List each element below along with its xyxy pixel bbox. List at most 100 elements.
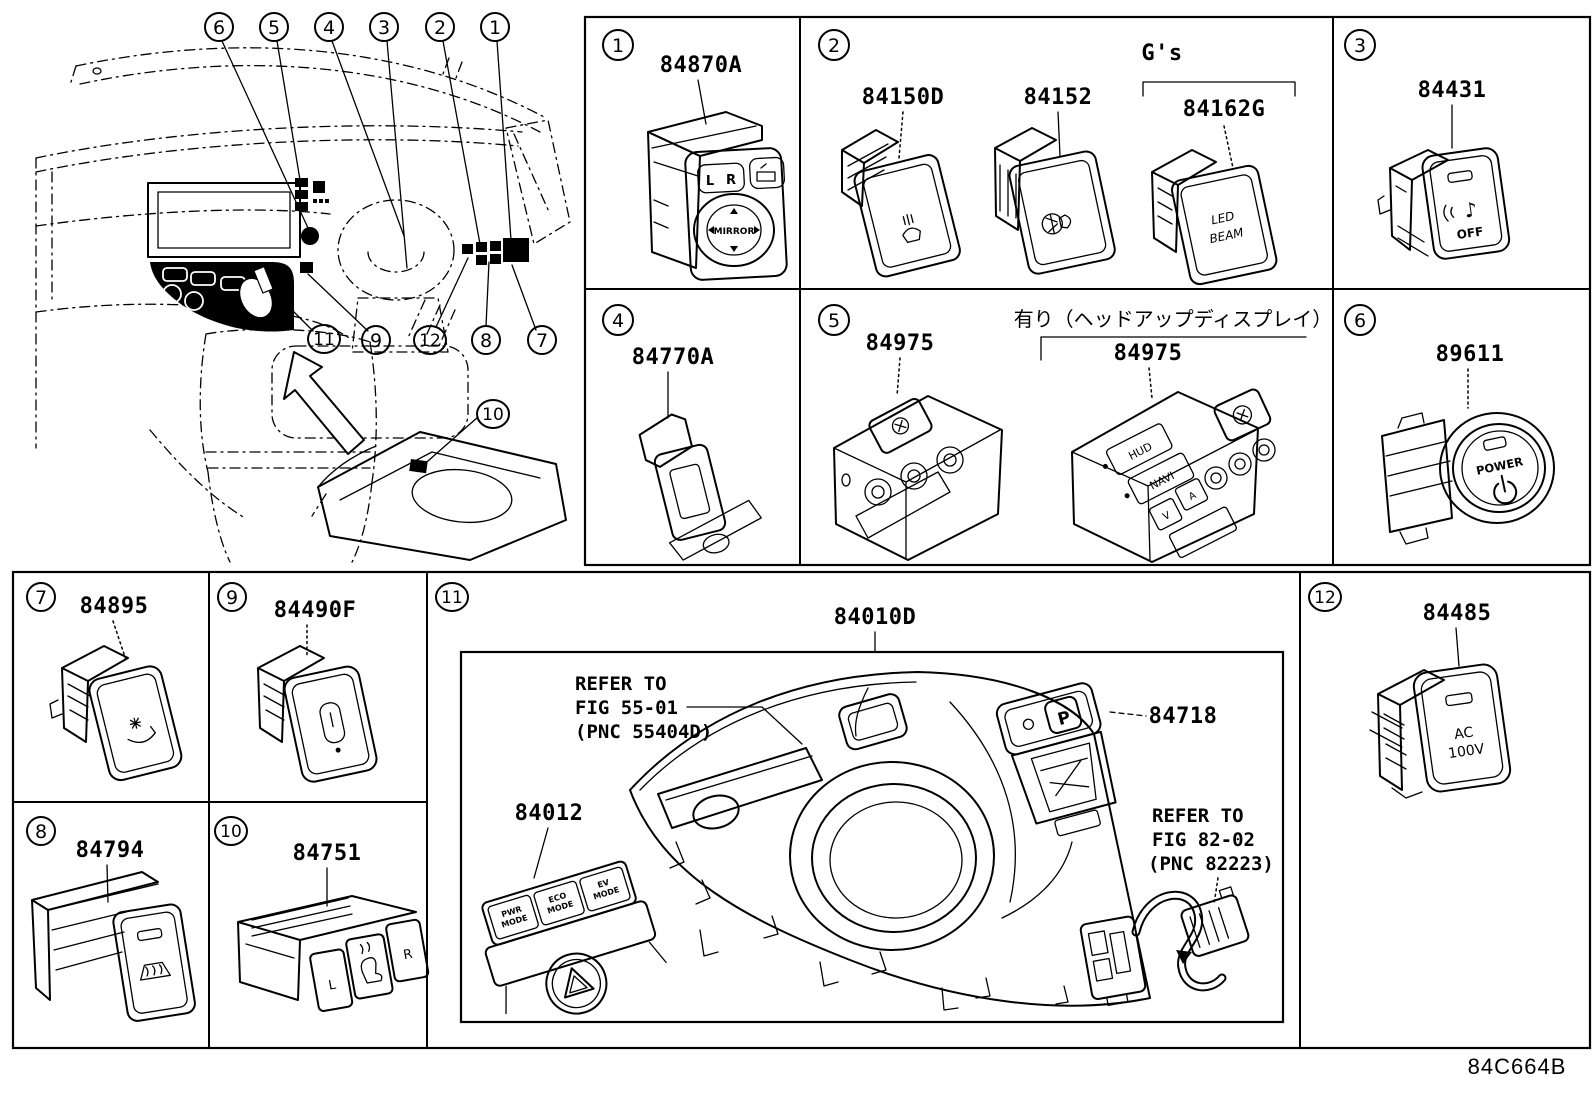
cell-1-callout[interactable]: 1 [602,29,634,61]
part-84431-label[interactable]: 84431 [1418,78,1487,103]
kick-panel-line [149,429,246,519]
callout-7[interactable]: 7 [527,325,557,355]
gs-grade-label: G's [1141,41,1182,66]
cell-12: 12 84485 AC 100V [1308,582,1512,799]
callout-10[interactable]: 10 [476,399,510,429]
part-84718-label[interactable]: 84718 [1149,704,1218,729]
callout-circle [214,816,248,846]
connector-pin [1210,472,1222,484]
callout-6[interactable]: 6 [204,12,234,42]
housing-ribs [1157,187,1173,225]
connector-hole [900,462,928,490]
callout-5[interactable]: 5 [259,12,289,42]
down-button [1149,498,1183,531]
connector-right [1180,886,1250,957]
fold-button [748,156,786,190]
part-84162g-label[interactable]: 84162G [1183,97,1265,122]
hatch-lines [406,299,456,347]
part-84751-label[interactable]: 84751 [293,841,362,866]
part-84490f-label[interactable]: 84490F [274,598,356,623]
part-84770a-label[interactable]: 84770A [632,345,714,370]
cell-4: 4 84770A [602,304,762,561]
housing-ribs [651,125,757,229]
callout-number: 7 [35,587,47,609]
seat-heater-switch-drawing: L R [237,895,430,1012]
cell-12-callout[interactable]: 12 [1308,582,1342,612]
callout-11[interactable]: 11 [307,324,341,354]
cell-6-callout[interactable]: 6 [1344,304,1376,336]
part-84794-label[interactable]: 84794 [76,838,145,863]
callout-circle [527,325,557,355]
switch-box [833,395,1003,561]
pill-icon [319,702,346,744]
ev-mode-button [579,866,631,912]
callout-4[interactable]: 4 [314,12,344,42]
part-84975-hud-label[interactable]: 84975 [1114,341,1183,366]
vent-inner-line [665,755,813,801]
housing-ribs [49,683,91,721]
mode-switch-cluster-drawing: PWR MODE ECO MODE EV MODE [481,860,667,1015]
part-84150d-label[interactable]: 84150D [862,85,944,110]
base-plate [668,499,762,561]
part-84975-label[interactable]: 84975 [866,331,935,356]
callout-2[interactable]: 2 [425,12,455,42]
callout-number: 2 [828,35,840,57]
cell-7-callout[interactable]: 7 [26,582,56,612]
part-84485-label[interactable]: 84485 [1423,601,1492,626]
lr-select-button [697,162,745,194]
eco-mode-button [533,880,585,926]
cell-3-callout[interactable]: 3 [1344,29,1376,61]
leveling-icon-detail [1045,213,1072,235]
dash-top-edge [35,125,523,159]
hazard-triangle-inner [569,975,588,994]
callout-8[interactable]: 8 [471,325,501,355]
housing-ribs [1385,412,1453,545]
cell-8-callout[interactable]: 8 [26,816,56,846]
indicator-dot [1124,493,1130,499]
switch-face [684,147,788,281]
face-inner [1018,159,1107,266]
connector-body [1079,915,1147,1000]
part-84010d-label[interactable]: 84010D [834,605,916,630]
face-label-l: L [706,174,714,189]
left-seat-button [309,948,354,1012]
box-edges [833,429,1001,559]
connector-left [1079,915,1147,1007]
console-panel-drawing [629,671,1151,1011]
small-opening [692,794,740,830]
switch-top-inner [1004,690,1094,747]
callout-12[interactable]: 12 [413,325,447,355]
switch-blank [476,242,487,252]
console-box-dash [311,493,327,517]
leader-line [419,416,479,469]
face-label-up: A [1187,490,1198,503]
callout-number: 5 [268,17,280,39]
cell-5-callout[interactable]: 5 [818,304,850,336]
cell-10-callout[interactable]: 10 [214,816,248,846]
mirror-glyph-icon [756,163,776,182]
button-outline [868,397,933,454]
part-89611-label[interactable]: 89611 [1436,342,1505,367]
cell-9-callout[interactable]: 9 [217,582,247,612]
callout-9[interactable]: 9 [361,325,391,355]
refer-note-line: (PNC 55404D) [575,721,712,743]
face-outline [853,154,961,278]
callout-number: 12 [419,331,441,351]
right-seat-button [385,918,430,983]
part-84012-label[interactable]: 84012 [515,801,584,826]
leveling-switch-drawing [994,127,1116,275]
part-84895-label[interactable]: 84895 [80,594,149,619]
cell-4-callout[interactable]: 4 [602,304,634,336]
power-symbol-icon [1493,474,1518,505]
part-84870a-label[interactable]: 84870A [660,53,742,78]
music-note-icon: ♪ [1463,197,1479,223]
cell-11-callout[interactable]: 11 [435,582,469,612]
part-84152-label[interactable]: 84152 [1024,85,1093,110]
switch-housing [1377,669,1445,791]
cell-5: 5 84975 有り（ヘッドアップディスプレイ） 84975 [818,304,1332,563]
cell-2-callout[interactable]: 2 [818,29,850,61]
callout-number: 12 [1314,588,1336,608]
parking-switch-drawing: P [995,682,1117,837]
callout-1[interactable]: 1 [480,12,510,42]
callout-3[interactable]: 3 [369,12,399,42]
